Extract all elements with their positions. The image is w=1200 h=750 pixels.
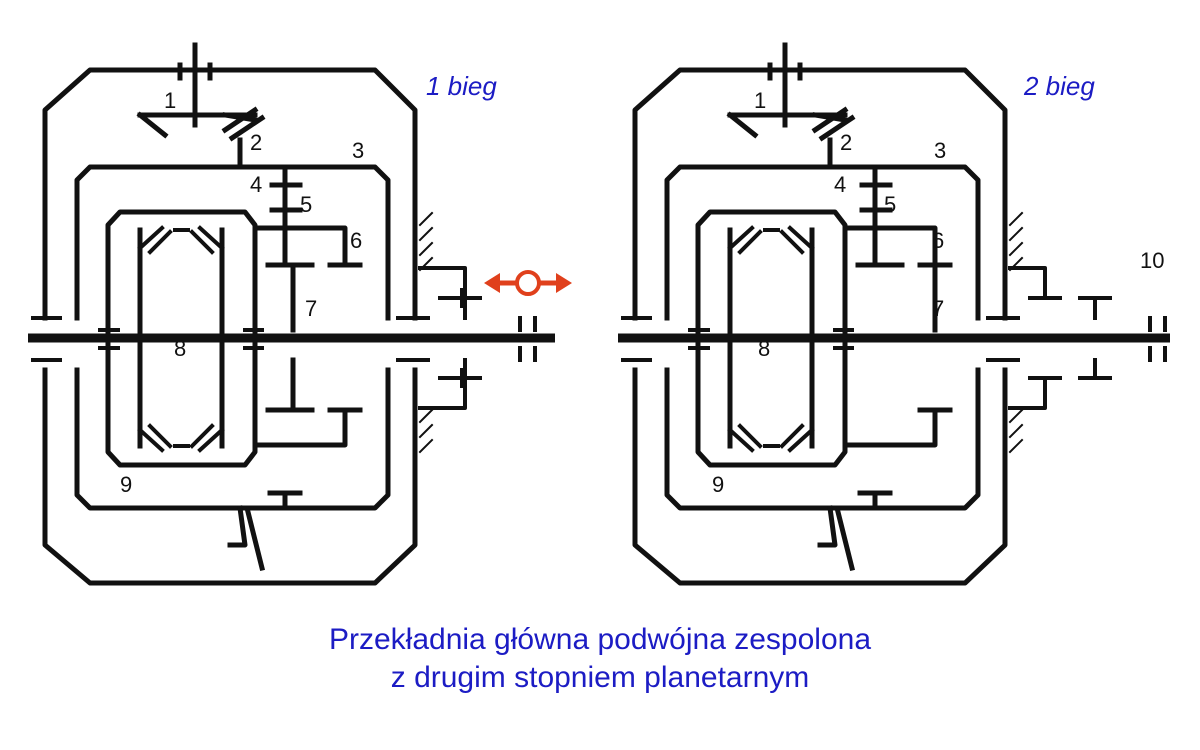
bevel-planet-gears xyxy=(727,225,815,453)
housing-support xyxy=(1008,266,1112,410)
label-4: 4 xyxy=(834,172,846,197)
label-8: 8 xyxy=(758,336,770,361)
bevel-crown-2 xyxy=(221,106,266,168)
gear-label-left: 1 bieg xyxy=(426,71,497,101)
label-3: 3 xyxy=(352,138,364,163)
label-3: 3 xyxy=(934,138,946,163)
planet-carrier xyxy=(137,227,225,449)
gear-6 xyxy=(252,225,363,268)
label-9: 9 xyxy=(120,472,132,497)
label-5: 5 xyxy=(300,192,312,217)
bottom-bevel-gear xyxy=(227,490,303,572)
lower-gears xyxy=(842,407,953,448)
shaft-bearings xyxy=(31,316,537,362)
label-6: 6 xyxy=(350,228,362,253)
left-gearbox-diagram xyxy=(28,42,555,586)
caption-line-1: Przekładnia główna podwójna zespolona xyxy=(328,623,872,656)
shaft-bearings xyxy=(621,316,1167,362)
hatching xyxy=(418,211,434,454)
outer-housing xyxy=(632,67,1008,586)
label-1: 1 xyxy=(754,88,766,113)
label-8: 8 xyxy=(174,336,186,361)
label-5: 5 xyxy=(884,192,896,217)
planet-carrier xyxy=(727,227,815,449)
double-arrow-shift-sleeve-icon xyxy=(484,270,572,296)
inner-housing xyxy=(74,164,391,511)
label-2: 2 xyxy=(840,130,852,155)
label-9: 9 xyxy=(712,472,724,497)
input-shaft-1 xyxy=(177,42,213,128)
label-7: 7 xyxy=(305,296,317,321)
lower-gears xyxy=(252,357,363,448)
label-4: 4 xyxy=(250,172,262,197)
label-6: 6 xyxy=(932,228,944,253)
gear-4-5 xyxy=(859,164,893,233)
planet-cage xyxy=(695,209,848,468)
inner-housing xyxy=(664,164,981,511)
hatching xyxy=(1008,211,1024,454)
outer-housing xyxy=(42,67,418,586)
gear-4-5 xyxy=(269,164,303,233)
bevel-planet-gears xyxy=(137,225,225,453)
housing-support xyxy=(418,266,482,410)
right-gearbox-diagram xyxy=(618,42,1170,586)
label-7: 7 xyxy=(932,296,944,321)
bevel-crown-2 xyxy=(811,106,856,168)
label-1: 1 xyxy=(164,88,176,113)
bottom-bevel-gear xyxy=(817,490,893,572)
label-2: 2 xyxy=(250,130,262,155)
caption-line-2: z drugim stopniem planetarnym xyxy=(390,661,810,694)
planet-cage xyxy=(105,209,258,468)
label-10: 10 xyxy=(1140,248,1164,273)
input-shaft-1 xyxy=(767,42,803,128)
gear-label-right: 2 bieg xyxy=(1023,71,1095,101)
